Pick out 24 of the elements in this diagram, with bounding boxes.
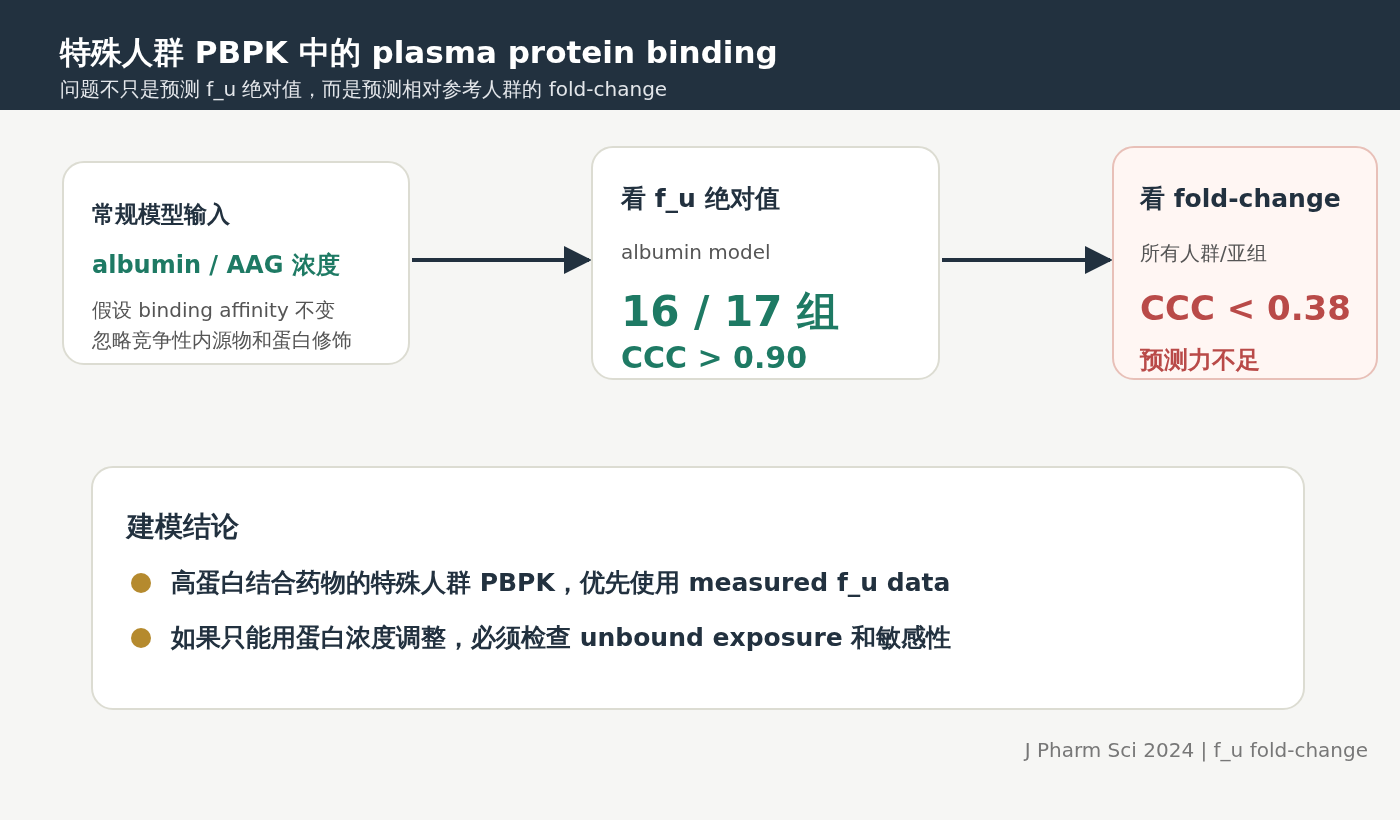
source-note: J Pharm Sci 2024 | f_u fold-change — [1024, 738, 1368, 762]
bullet-text: 如果只能用蛋白浓度调整，必须检查 unbound exposure 和敏感性 — [171, 622, 952, 654]
card-heading: 看 f_u 绝对值 — [621, 183, 780, 215]
body-text: albumin model — [621, 240, 771, 264]
warning-text: 预测力不足 — [1140, 345, 1260, 376]
card-heading: 建模结论 — [127, 509, 239, 545]
conclusion-card — [91, 466, 1305, 710]
highlight-text: albumin / AAG 浓度 — [92, 250, 340, 281]
big-number: 16 / 17 组 — [621, 286, 840, 338]
card-heading: 常规模型输入 — [92, 200, 230, 229]
arrow — [942, 246, 1113, 274]
info-card — [62, 161, 410, 365]
info-card — [1112, 146, 1378, 380]
info-card — [591, 146, 940, 380]
body-text: 假设 binding affinity 不变 — [92, 297, 336, 324]
card-heading: 看 fold-change — [1140, 183, 1341, 215]
title: 特殊人群 PBPK 中的 plasma protein binding — [60, 33, 778, 72]
metric-text: CCC < 0.38 — [1140, 288, 1351, 328]
bullet-text: 高蛋白结合药物的特殊人群 PBPK，优先使用 measured f_u data — [171, 567, 951, 599]
subtitle: 问题不只是预测 f_u 绝对值，而是预测相对参考人群的 fold-change — [60, 76, 668, 103]
metric-text: CCC > 0.90 — [621, 340, 808, 375]
body-text: 忽略竞争性内源物和蛋白修饰 — [92, 327, 352, 354]
body-text: 所有人群/亚组 — [1140, 240, 1267, 267]
arrow — [412, 246, 592, 274]
